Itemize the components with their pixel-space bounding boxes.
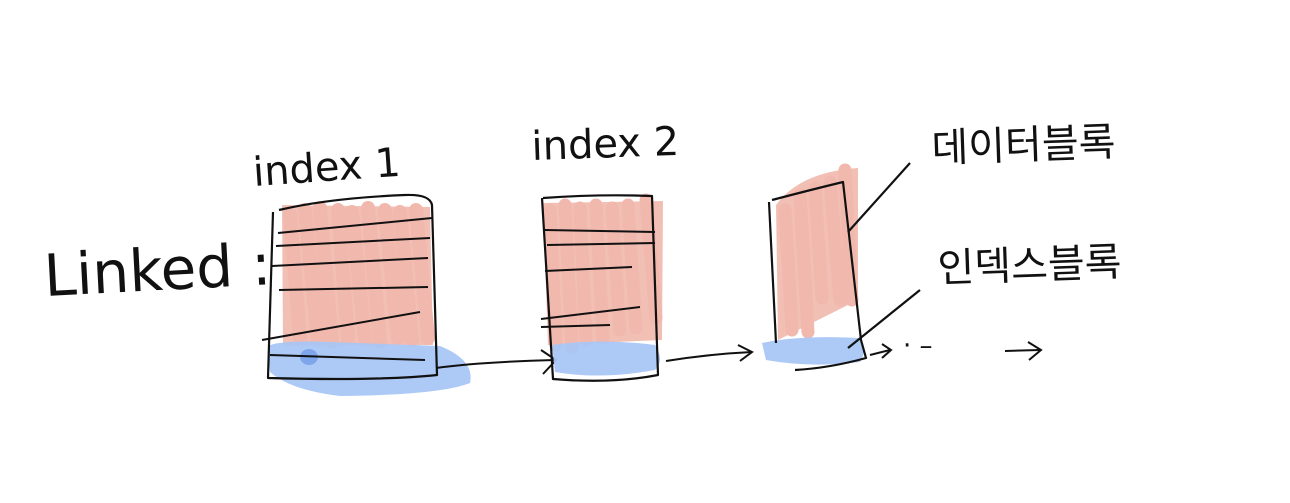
link-arrow-3	[869, 343, 893, 359]
block-3-data-fill-scribble	[778, 163, 859, 339]
block-1-record-lines	[261, 217, 433, 361]
block-1	[261, 193, 471, 396]
block-2-label: index 2	[531, 119, 680, 170]
block-1-index-fill	[268, 341, 471, 396]
continuation-dots: · –	[903, 331, 933, 361]
block-2-data-fill-scribble	[543, 193, 663, 355]
block-3-index-fill	[762, 337, 864, 365]
block-2-record-lines	[540, 229, 656, 328]
block-3-outline	[767, 180, 868, 372]
block-2	[540, 193, 663, 382]
link-arrow-2	[665, 344, 754, 362]
data-block-annotation: 데이터블록	[931, 120, 1116, 172]
block-2-outline	[540, 194, 660, 382]
block-2-index-fill	[552, 341, 660, 376]
linked-label: Linked :	[42, 230, 272, 310]
index-block-annotation: 인덱스블록	[937, 240, 1122, 292]
block-1-label: index 1	[251, 140, 401, 196]
continuation-arrow	[1004, 341, 1043, 361]
index-block-leader	[847, 289, 921, 349]
data-block-leader	[847, 162, 911, 233]
block-3	[762, 163, 868, 372]
block-1-outline	[266, 193, 439, 381]
block-1-data-fill-scribble	[283, 201, 435, 349]
